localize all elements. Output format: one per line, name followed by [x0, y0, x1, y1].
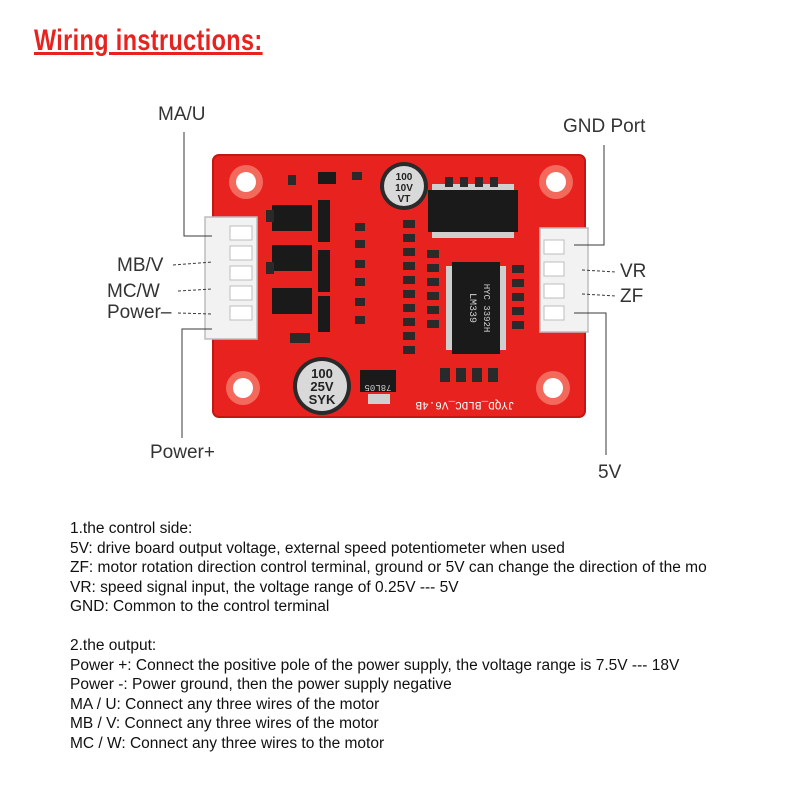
- instructions-text: 1.the control side: 5V: drive board outp…: [70, 519, 800, 753]
- control-side-line: VR: speed signal input, the voltage rang…: [70, 578, 459, 596]
- mounting-hole: [229, 165, 263, 199]
- wiring-diagram: LM339 HYC 3392H: [172, 132, 617, 455]
- capacitor-series: SYK: [309, 392, 336, 407]
- chip-code: HYC 3392H: [481, 284, 491, 333]
- label-zf: ZF: [620, 286, 644, 307]
- leader-line-zf: [581, 293, 617, 297]
- voltage-regulator: 78L05: [360, 370, 396, 404]
- comparator-chip: LM339 HYC 3392H: [446, 262, 506, 354]
- control-side-line: GND: Common to the control terminal: [70, 598, 330, 615]
- regulator-label: 78L05: [364, 382, 391, 392]
- mounting-hole: [536, 371, 570, 405]
- label-ma-u: MA/U: [158, 104, 206, 125]
- chip-label: LM339: [466, 293, 477, 323]
- leader-line-mb: [172, 261, 213, 266]
- label-power-plus: Power+: [150, 442, 215, 463]
- capacitor-value: 100: [311, 366, 333, 381]
- connector-right: [539, 227, 589, 333]
- label-power-minus: Power–: [107, 302, 172, 323]
- output-heading: 2.the output:: [70, 637, 157, 654]
- mounting-hole: [539, 165, 573, 199]
- label-5v: 5V: [598, 462, 622, 483]
- control-side-line: 5V: drive board output voltage, external…: [70, 539, 565, 557]
- output-line: Power -: Power ground, then the power su…: [70, 676, 452, 693]
- leader-line-power-plus: [181, 328, 212, 438]
- control-side-heading: 1.the control side:: [70, 520, 193, 537]
- page-title: Wiring instructions:: [34, 24, 263, 57]
- label-gnd-port: GND Port: [563, 116, 646, 137]
- capacitor-voltage: 10V: [395, 183, 413, 194]
- capacitor-top: 100 10V VT: [380, 162, 428, 210]
- output-line: MB / V: Connect any three wires of the m…: [70, 715, 379, 732]
- output-line: MC / W: Connect any three wires to the m…: [70, 734, 385, 752]
- output-line: MA / U: Connect any three wires of the m…: [70, 695, 380, 713]
- capacitor-bottom: 100 25V SYK: [293, 357, 351, 415]
- label-mb-v: MB/V: [117, 255, 164, 276]
- spacer: [70, 617, 800, 637]
- board-name: JYQD_BLDC_V6.4B: [415, 398, 514, 410]
- mosfet-chip: [272, 200, 330, 332]
- connector-left: [204, 216, 258, 340]
- leader-line-5v: [574, 312, 607, 455]
- capacitor-voltage: 25V: [310, 379, 333, 394]
- leader-line-ma: [183, 132, 212, 237]
- ic-top: [428, 184, 518, 238]
- leader-line-mc: [177, 288, 213, 292]
- smd-resistor-column: [266, 172, 524, 382]
- output-line: Power +: Connect the positive pole of th…: [70, 656, 680, 674]
- leader-lines: [172, 132, 617, 455]
- diode: [318, 172, 336, 184]
- label-vr: VR: [620, 261, 647, 282]
- capacitor-series: VT: [398, 194, 411, 205]
- leader-line-power-minus: [177, 312, 213, 315]
- driver-board: LM339 HYC 3392H: [204, 154, 589, 418]
- control-side-line: ZF: motor rotation direction control ter…: [70, 559, 707, 576]
- leader-line-gnd: [574, 145, 605, 246]
- capacitor-value: 100: [396, 172, 413, 183]
- leader-line-vr: [581, 269, 617, 273]
- label-mc-w: MC/W: [107, 281, 160, 302]
- mounting-hole: [226, 371, 260, 405]
